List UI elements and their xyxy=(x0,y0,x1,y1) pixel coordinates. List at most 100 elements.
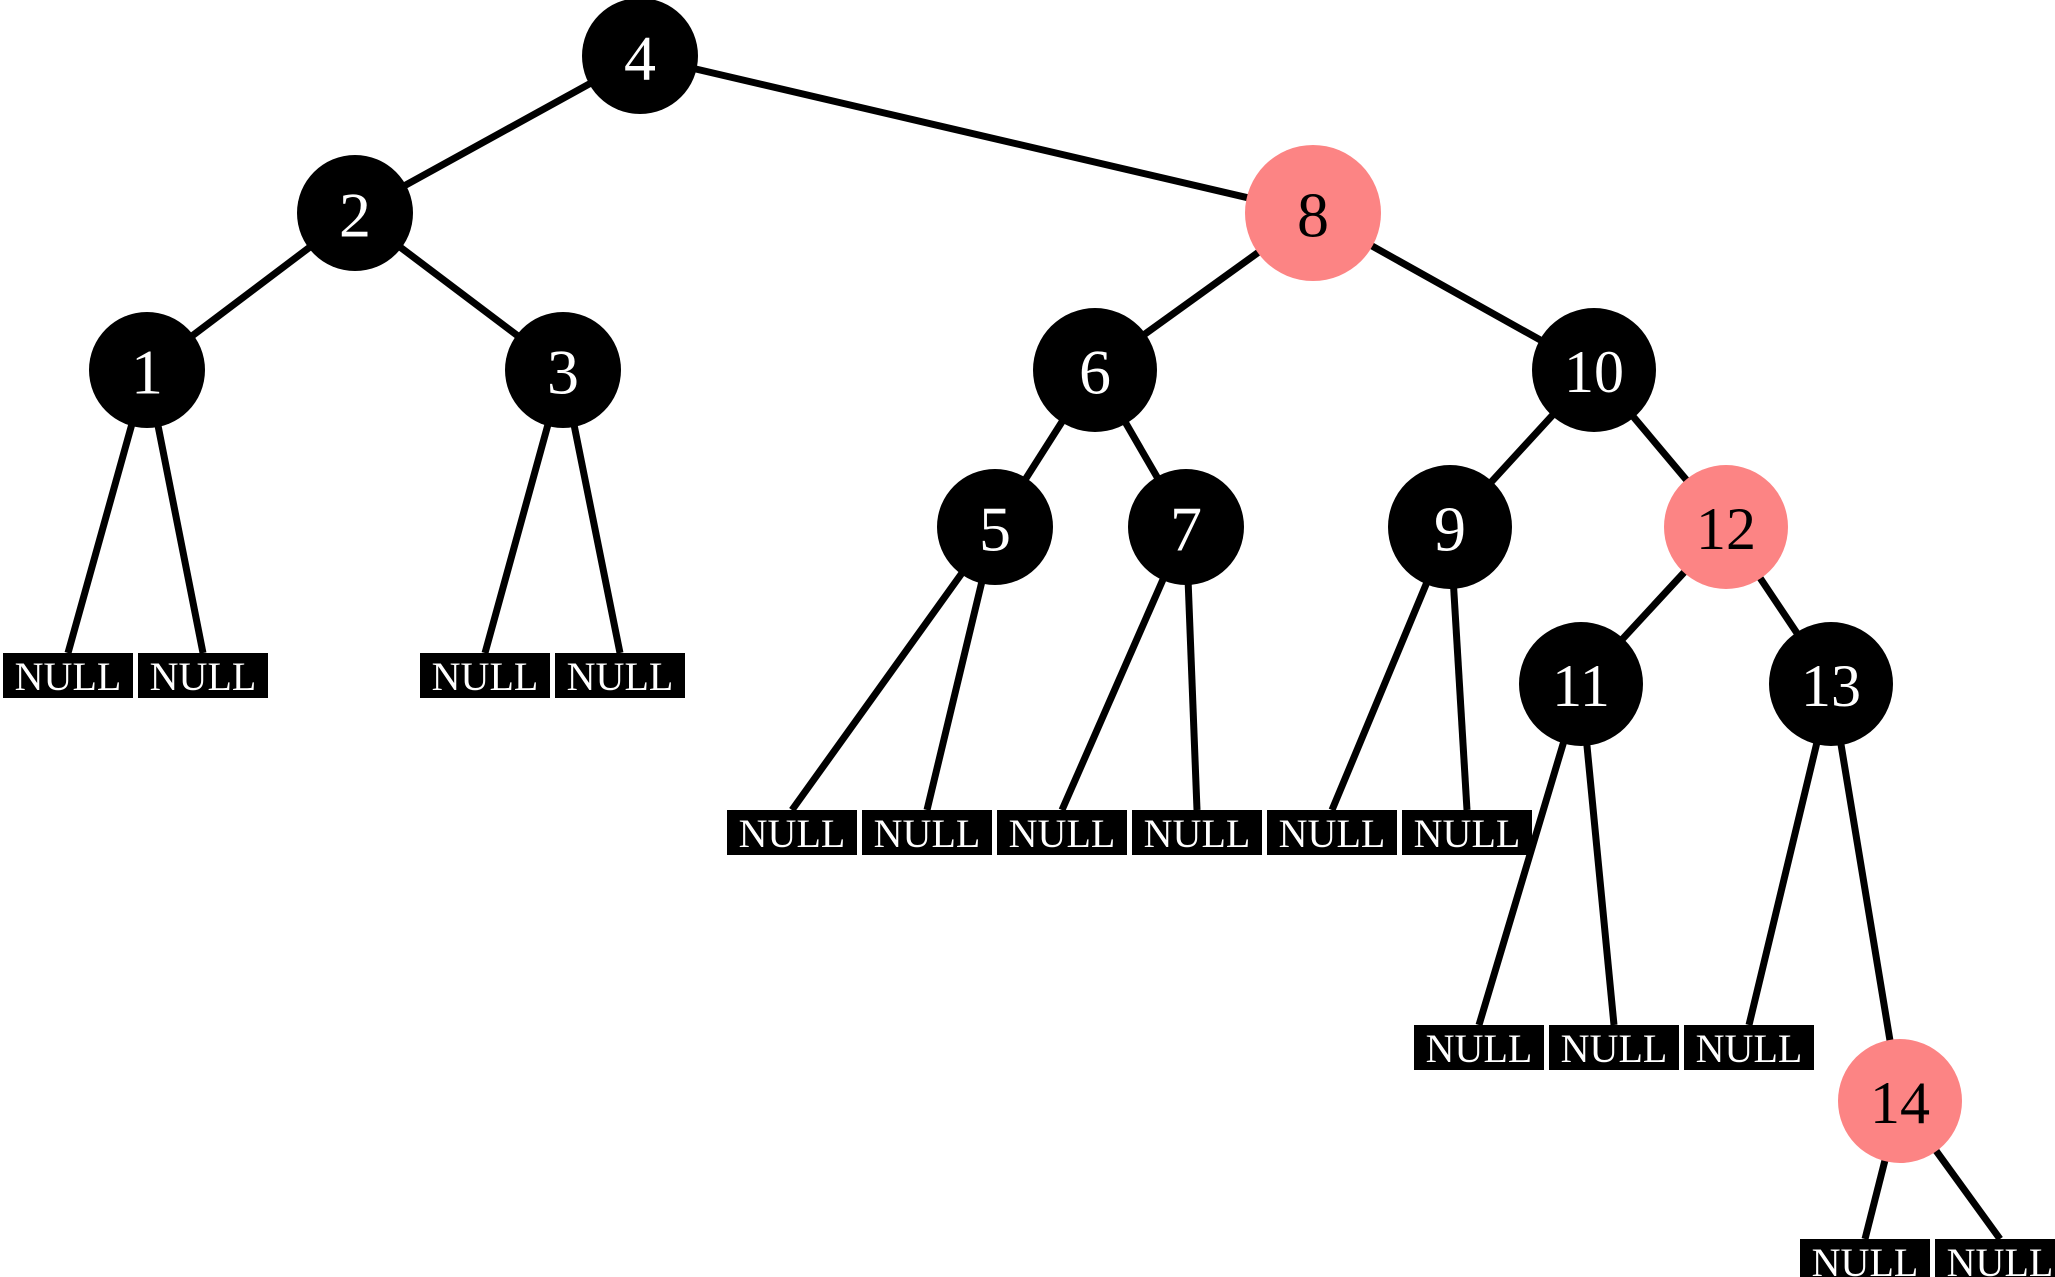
node-circle-black xyxy=(1532,308,1656,432)
node-circle-black xyxy=(297,155,413,271)
tree-edge xyxy=(923,578,986,811)
null-leaf-label: NULL xyxy=(567,654,674,699)
node-key-label: 5 xyxy=(979,494,1011,565)
null-leaf-box xyxy=(862,810,992,855)
node-circle-black xyxy=(1033,308,1157,432)
node-key-label: 7 xyxy=(1170,494,1202,565)
tree-edge xyxy=(1184,580,1201,811)
null-leaf-node[interactable]: NULL xyxy=(1684,1025,1814,1071)
null-leaf-box xyxy=(1800,1239,1930,1277)
null-leaf-node[interactable]: NULL xyxy=(3,653,133,699)
tree-node-11[interactable]: 11 xyxy=(1519,622,1643,746)
null-leaf-label: NULL xyxy=(1279,811,1386,856)
null-leaf-box xyxy=(1132,810,1262,855)
tree-node-7[interactable]: 7 xyxy=(1128,469,1244,585)
tree-edge xyxy=(1486,410,1558,487)
node-key-label: 14 xyxy=(1870,1070,1930,1136)
node-key-label: 11 xyxy=(1552,653,1610,719)
null-leaf-node[interactable]: NULL xyxy=(555,653,685,699)
null-leaf-node[interactable]: NULL xyxy=(1414,1025,1544,1071)
null-leaf-box xyxy=(997,810,1127,855)
null-leaves-layer: NULL NULL NULL NULL NULL NULL NULL NULL NULL NULL… xyxy=(3,653,2055,1277)
tree-edge xyxy=(1617,567,1690,644)
null-leaf-node[interactable]: NULL xyxy=(1549,1025,1679,1071)
tree-edge xyxy=(1745,739,1821,1026)
null-leaf-node[interactable]: NULL xyxy=(862,810,992,856)
null-leaf-label: NULL xyxy=(1696,1026,1803,1071)
tree-edge xyxy=(154,422,207,654)
node-key-label: 3 xyxy=(547,337,579,408)
node-circle-black xyxy=(505,312,621,428)
edges-layer xyxy=(64,64,2003,1242)
node-circle-black xyxy=(1388,465,1512,589)
tree-node-8[interactable]: 8 xyxy=(1245,145,1381,281)
null-leaf-node[interactable]: NULL xyxy=(727,810,857,856)
node-circle-red xyxy=(1664,465,1788,589)
tree-edge xyxy=(789,568,967,813)
null-leaf-box xyxy=(1414,1025,1544,1070)
node-key-label: 13 xyxy=(1801,653,1861,719)
null-leaf-label: NULL xyxy=(1144,811,1251,856)
node-circle-black xyxy=(1128,469,1244,585)
node-key-label: 4 xyxy=(624,23,656,94)
tree-node-9[interactable]: 9 xyxy=(1388,465,1512,589)
tree-node-13[interactable]: 13 xyxy=(1769,622,1893,746)
null-leaf-box xyxy=(1549,1025,1679,1070)
tree-node-6[interactable]: 6 xyxy=(1033,308,1157,432)
null-leaf-box xyxy=(727,810,857,855)
null-leaf-node[interactable]: NULL xyxy=(420,653,550,699)
tree-edge xyxy=(1058,575,1168,812)
tree-node-2[interactable]: 2 xyxy=(297,155,413,271)
tree-node-3[interactable]: 3 xyxy=(505,312,621,428)
tree-edge xyxy=(64,421,136,654)
null-leaf-box xyxy=(1684,1025,1814,1070)
tree-edge xyxy=(1449,584,1471,811)
null-leaf-node[interactable]: NULL xyxy=(997,810,1127,856)
node-key-label: 10 xyxy=(1564,339,1624,405)
tree-node-12[interactable]: 12 xyxy=(1664,465,1788,589)
null-leaf-label: NULL xyxy=(150,654,257,699)
tree-node-10[interactable]: 10 xyxy=(1532,308,1656,432)
tree-edge xyxy=(1837,740,1894,1045)
tree-edge xyxy=(1140,247,1264,339)
null-leaf-label: NULL xyxy=(1812,1240,1919,1277)
null-leaf-label: NULL xyxy=(1426,1026,1533,1071)
null-leaf-box xyxy=(138,653,268,698)
node-key-label: 2 xyxy=(339,180,371,251)
tree-edge xyxy=(395,242,523,341)
tree-node-14[interactable]: 14 xyxy=(1838,1039,1962,1163)
node-circle-black xyxy=(1519,622,1643,746)
tree-edge xyxy=(481,421,553,654)
tree-edge xyxy=(570,422,624,654)
node-key-label: 6 xyxy=(1079,337,1111,408)
node-circle-red xyxy=(1245,145,1381,281)
tree-edge xyxy=(187,242,315,341)
null-leaf-label: NULL xyxy=(15,654,122,699)
tree-edge xyxy=(1583,741,1618,1026)
node-key-label: 9 xyxy=(1434,494,1466,565)
null-leaf-node[interactable]: NULL xyxy=(1402,810,1532,856)
null-leaf-node[interactable]: NULL xyxy=(1800,1239,1930,1277)
null-leaf-label: NULL xyxy=(432,654,539,699)
tree-node-1[interactable]: 1 xyxy=(89,312,205,428)
tree-edge xyxy=(1475,738,1568,1027)
null-leaf-node[interactable]: NULL xyxy=(138,653,268,699)
null-leaf-node[interactable]: NULL xyxy=(1267,810,1397,856)
null-leaf-label: NULL xyxy=(739,811,846,856)
tree-edge xyxy=(1121,418,1162,483)
tree-edge xyxy=(1628,412,1692,485)
tree-edge xyxy=(1367,241,1546,345)
null-leaf-node[interactable]: NULL xyxy=(1935,1239,2055,1277)
null-leaf-label: NULL xyxy=(874,811,981,856)
tree-edge xyxy=(1021,417,1067,484)
null-leaf-box xyxy=(1935,1239,2055,1277)
node-circle-red xyxy=(1838,1039,1962,1163)
null-leaf-node[interactable]: NULL xyxy=(1132,810,1262,856)
null-leaf-box xyxy=(555,653,685,698)
node-circle-black xyxy=(89,312,205,428)
node-key-label: 1 xyxy=(131,337,163,408)
tree-node-5[interactable]: 5 xyxy=(937,469,1053,585)
null-leaf-label: NULL xyxy=(1947,1240,2054,1277)
tree-node-4[interactable]: 4 xyxy=(582,0,698,114)
